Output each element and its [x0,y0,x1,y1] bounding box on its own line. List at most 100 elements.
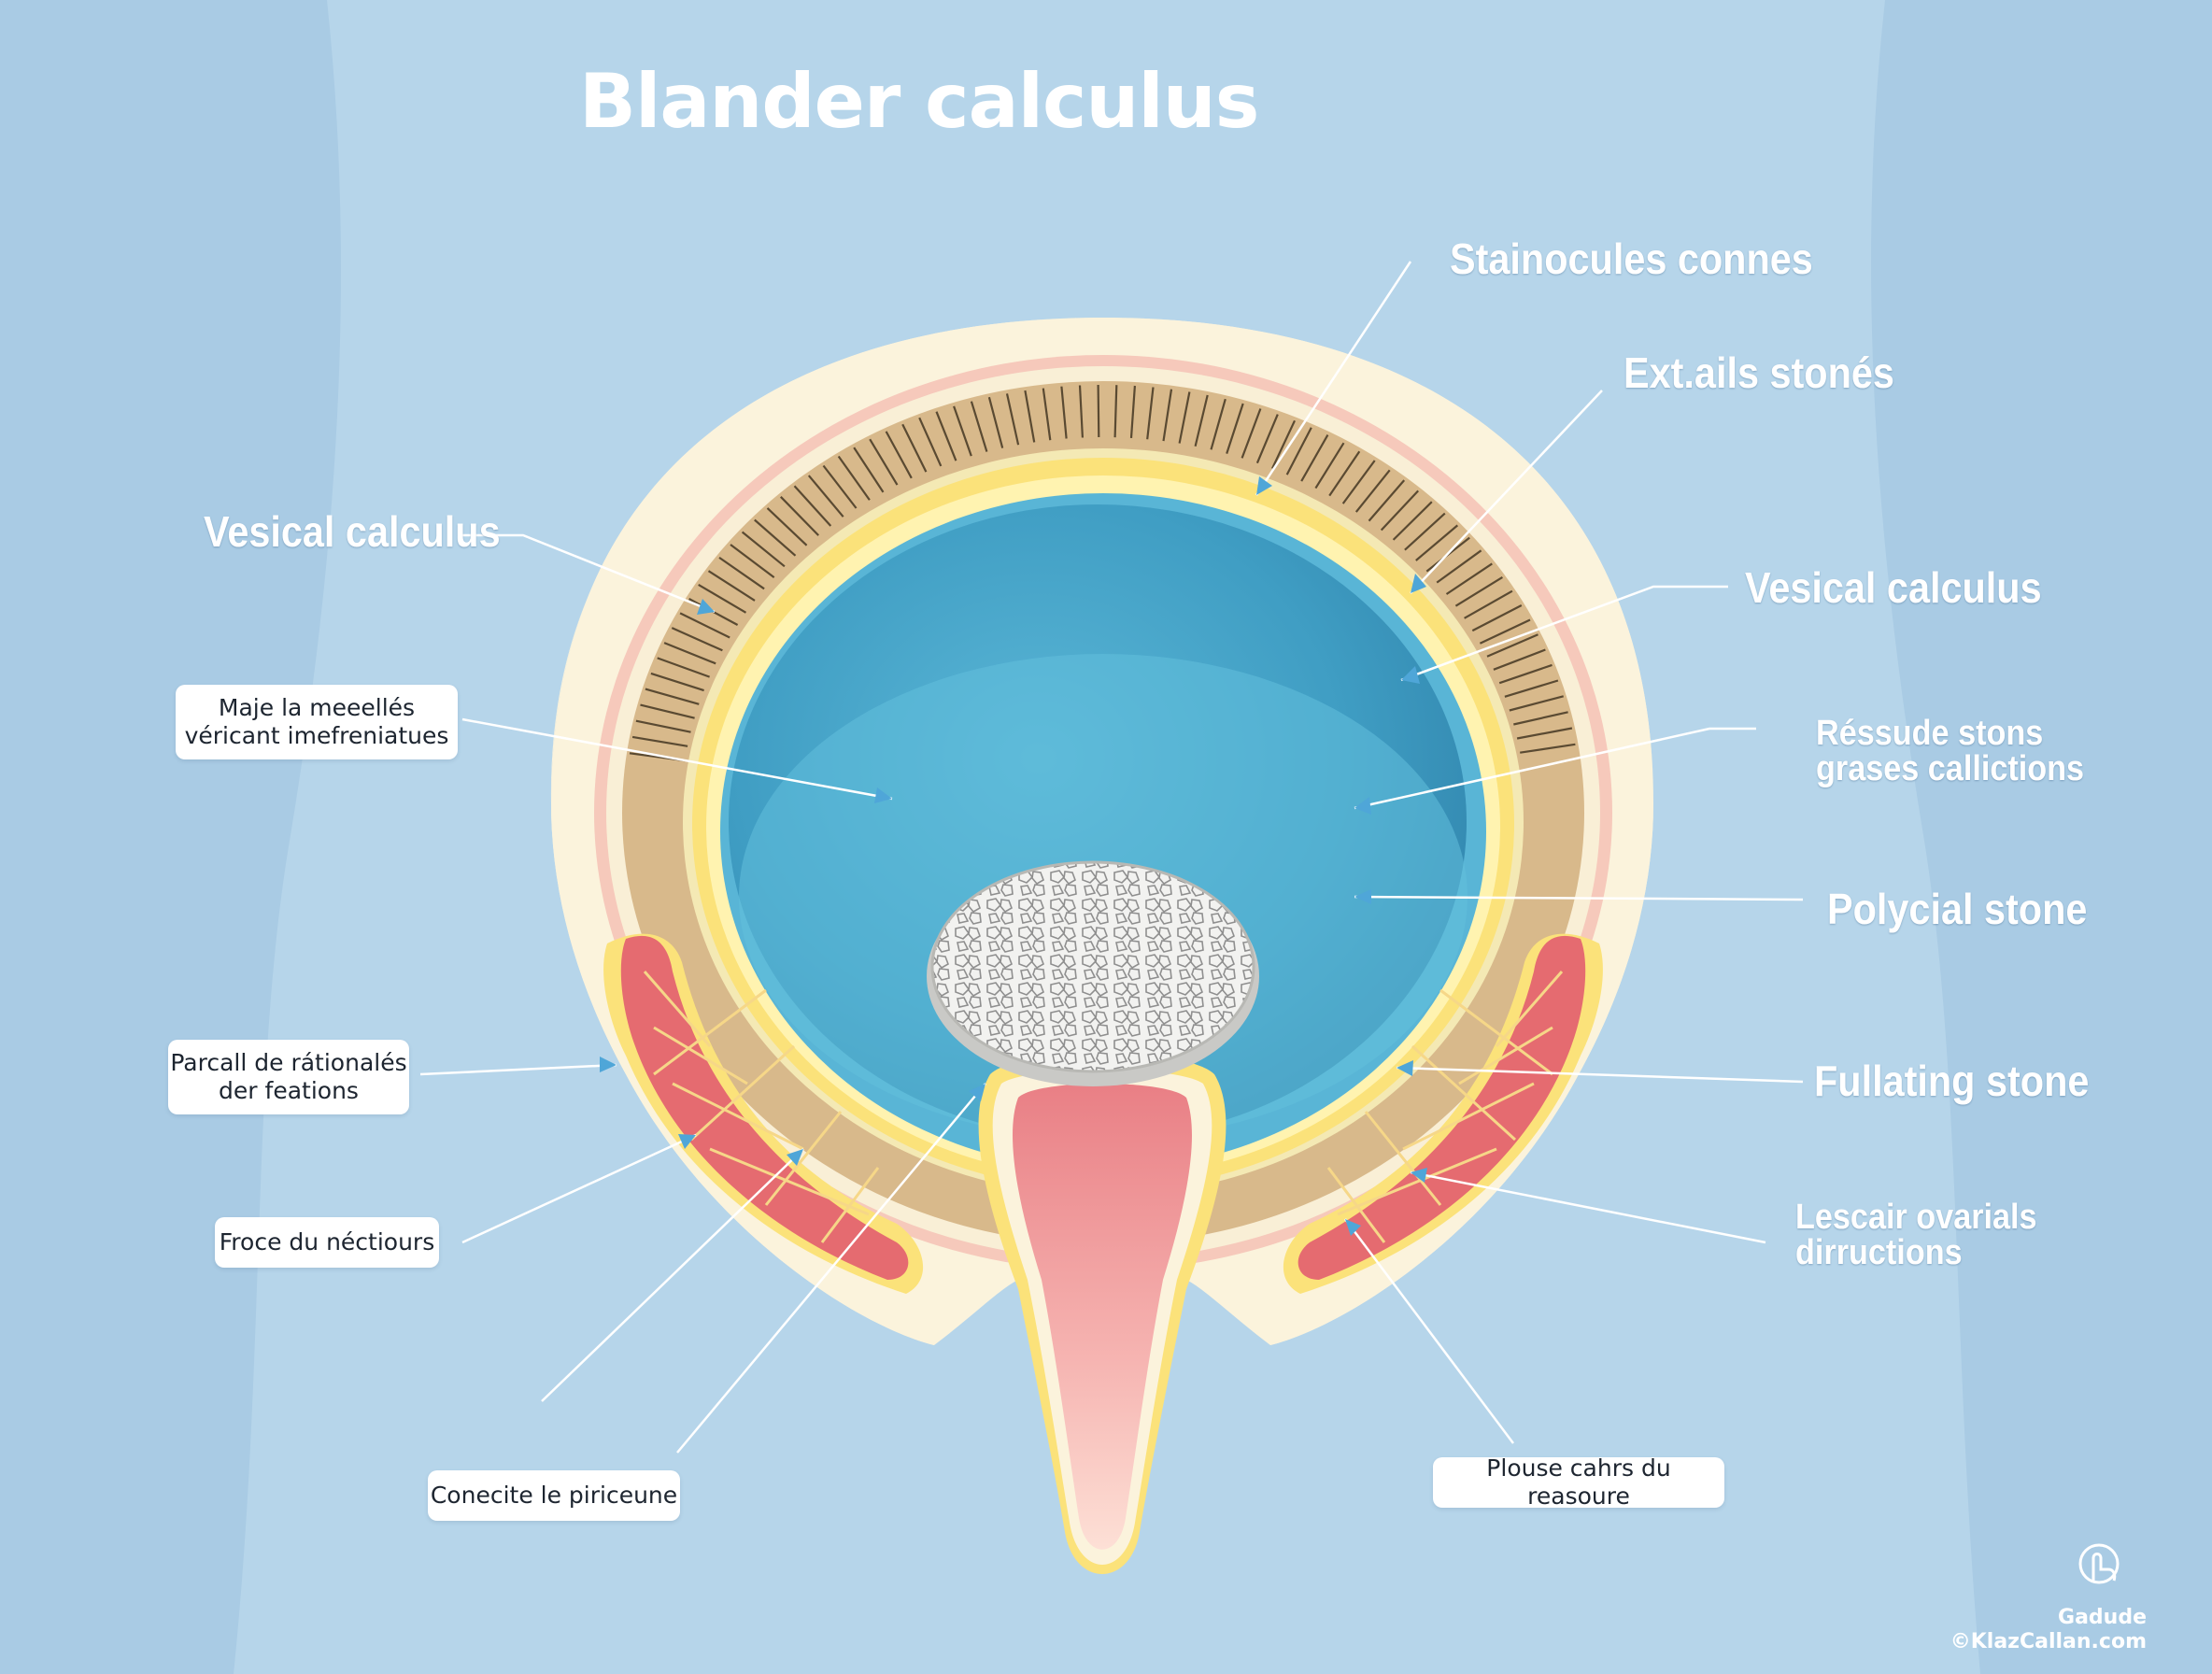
tissue-hatch [1285,427,1312,475]
tissue-hatch [1226,403,1244,454]
tissue-hatch [1113,385,1118,438]
tissue-hatch [1194,394,1209,447]
tissue-hatch [650,672,704,692]
muscle-fiber [820,1167,880,1243]
tissue-hatch [1005,393,1020,446]
tissue-hatch [853,447,885,493]
tissue-hatch [631,735,688,747]
tissue-hatch [1210,398,1227,450]
callout-conecite-le-piriceune: Conecite le piriceune [428,1470,680,1521]
tissue-hatch [1024,390,1036,443]
tissue-hatch [1520,743,1576,754]
tissue-hatch [1516,727,1573,740]
muscle-fiber [764,1111,843,1206]
tissue-hatch [970,401,988,452]
tissue-hatch [1486,633,1538,658]
muscle-fiber [1458,1026,1553,1085]
tissue-hatch [1368,479,1406,522]
tissue-hatch [1328,450,1361,497]
tissue-hatch [679,612,730,639]
tissue-hatch [1504,679,1559,698]
tissue-hatch [1404,512,1446,551]
tissue-hatch [837,455,871,501]
tissue-hatch [741,531,786,568]
tissue-hatch [807,475,844,518]
hand-pointer-icon [2078,1543,2120,1584]
tissue-hatch [1129,385,1136,438]
muscle-fiber [709,1147,870,1216]
label-fullating-stone: Fullating stone [1814,1057,2090,1105]
tissue-hatch [698,583,747,614]
tissue-hatch [1513,711,1568,726]
tissue-hatch [730,544,775,578]
tissue-hatch [635,719,691,733]
callout-froce-du-nectiours: Froce du néctiours [215,1217,439,1268]
tissue-hatch [901,423,928,473]
tissue-hatch [1241,408,1262,459]
tissue-hatch [918,417,943,467]
label-vesical-calculus-right: Vesical calculus [1745,563,2042,612]
muscle-fiber [689,1044,796,1142]
muscle-fiber [653,988,767,1076]
tissue-hatch [935,411,957,461]
tissue-hatch [707,570,756,602]
muscle-fiber [1402,1082,1535,1151]
muscle-fiber [653,1026,748,1085]
tissue-hatch [1493,648,1546,671]
tissue-hatch [1509,695,1564,712]
arrow-heads [600,476,1427,1236]
tissue-hatch [718,556,765,590]
tissue-hatch [640,703,695,719]
tissue-hatch [1464,589,1513,619]
tissue-hatch [1479,618,1531,645]
muscle-fiber [672,1082,804,1151]
tissue-hatch [1078,385,1084,438]
credit-text: Gadude ©KlazCallan.com [1950,1606,2147,1653]
tissue-hatch [1354,469,1391,513]
tissue-hatch [657,657,710,678]
tissue-hatch [1415,524,1459,561]
muscle-fiber [1495,971,1564,1047]
muscle-fiber [643,971,712,1047]
label-polycial-stone: Polycial stone [1827,885,2088,933]
tissue-hatch [754,518,797,557]
tissue-hatch [1271,419,1296,470]
tissue-hatch [1498,663,1553,685]
tissue-hatch [1436,549,1482,584]
tissue-hatch [1445,562,1493,595]
tissue-hatch [1146,387,1155,440]
tissue-hatch [987,396,1004,448]
muscle-fiber [1439,988,1553,1076]
tissue-hatch [869,438,899,486]
tissue-hatch [1255,414,1279,464]
tissue-hatch [822,464,858,509]
tissue-hatch [953,405,972,457]
tissue-hatch [1392,501,1433,541]
label-stainocules-connes: Stainocules connes [1450,234,1813,283]
tissue-hatch [1454,575,1503,607]
muscle-fiber [1411,1044,1517,1142]
label-vesical-calculus-left: Vesical calculus [204,507,501,556]
tissue-hatch [645,688,700,705]
urethra [1013,1084,1192,1550]
tissue-hatch [1060,386,1068,439]
tissue-hatch [780,496,819,536]
bladder-stone [930,860,1255,1073]
tissue-hatch [663,642,716,665]
tissue-hatch [1162,389,1173,442]
tissue-hatch [885,431,913,479]
tissue-hatch [1380,489,1420,532]
muscle-fiber [1337,1147,1497,1216]
tissue-hatch [793,485,832,527]
tissue-hatch [766,507,808,546]
tissue-hatch [1341,460,1376,504]
arrow-lines [419,261,1804,1454]
muscle-fiber [1326,1167,1386,1243]
tissue-hatch [671,627,723,652]
tissue-hatch [1471,604,1523,632]
